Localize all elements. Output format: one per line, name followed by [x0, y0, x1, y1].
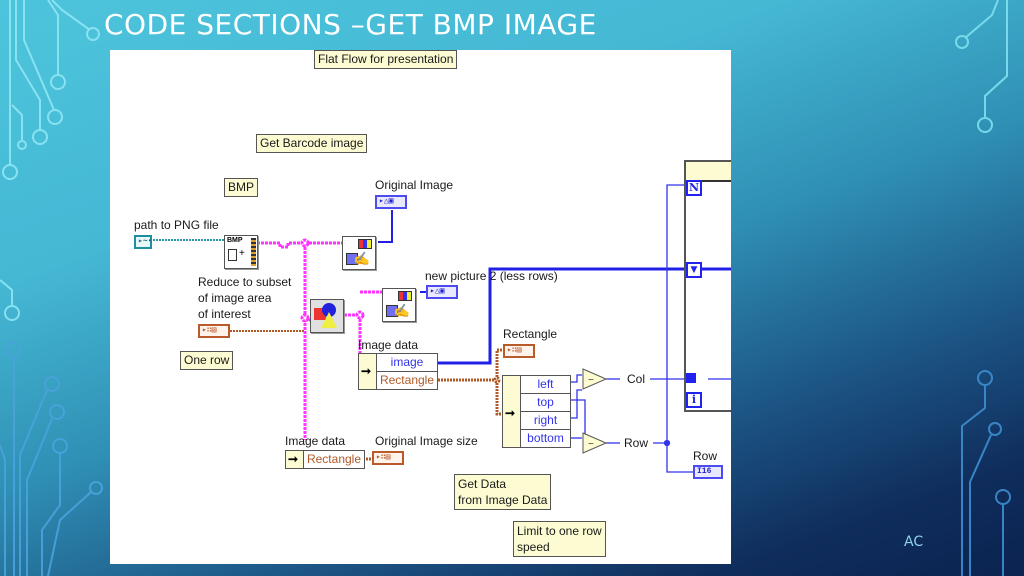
loop-count-terminal[interactable]: N	[686, 180, 702, 196]
path-icon: ▸~•	[138, 237, 153, 246]
label-original-image: Original Image	[375, 178, 454, 192]
label-row-indicator: Row	[693, 449, 718, 463]
original-image-wire	[378, 210, 393, 243]
subset-rectangle-control[interactable]: ▸∷▤	[198, 324, 230, 338]
unbundle-field-top: top	[521, 394, 570, 412]
label-image-data: Image data	[358, 338, 419, 352]
rectangle-unbundle[interactable]: ➞ left top right bottom	[502, 375, 571, 448]
reduce-line3: of interest	[198, 307, 251, 321]
slide-title: CODE SECTIONS –GET BMP IMAGE	[104, 8, 597, 41]
comment-bmp: BMP	[224, 178, 259, 197]
subtract-symbol-2: −	[588, 439, 594, 450]
unbundle-field-rectangle: Rectangle	[379, 373, 435, 387]
wire-label-col: Col	[625, 372, 648, 386]
rectangle-unbundle-tab	[503, 376, 521, 447]
label-rectangle: Rectangle	[503, 327, 558, 341]
unbundle-field-left: left	[521, 376, 570, 394]
draw-picture-vi-2[interactable]: ✍	[382, 288, 416, 322]
comment-limit-line1: Limit to one row	[517, 524, 602, 538]
mini-image-icon	[358, 239, 372, 249]
label-image-data-2: Image data	[285, 434, 346, 448]
new-picture-indicator[interactable]: ▸△▣	[426, 285, 458, 299]
yellow-triangle-icon	[321, 312, 337, 328]
blue-square-icon	[346, 253, 358, 265]
comment-get-data-line2: from Image Data	[458, 493, 548, 507]
rectangle-indicator-icon: ▸∷▤	[507, 346, 522, 355]
hand-icon: ✍	[353, 251, 370, 266]
picture-indicator-icon-2: ▸△▣	[430, 287, 445, 296]
mini-image-icon-2	[398, 291, 412, 301]
auto-index-tunnel[interactable]: ▼	[686, 262, 702, 278]
comment-get-barcode-image: Get Barcode image	[256, 134, 368, 153]
footer-label: AC	[904, 534, 924, 550]
image-data-unbundle-2[interactable]: ➞ Rectangle	[285, 450, 365, 469]
picture-wire-main	[253, 241, 342, 249]
comment-get-data-line1: Get Data	[458, 477, 507, 491]
comment-limit-row: Limit to one row speed	[513, 521, 606, 557]
image-data-unbundle[interactable]: ➞ image Rectangle	[358, 353, 438, 390]
unbundle-field-image: image	[377, 354, 437, 372]
subtract-node-row[interactable]: −	[582, 432, 608, 454]
read-bmp-file-vi[interactable]: BMP +	[224, 235, 258, 269]
row-i16-indicator[interactable]: I16	[693, 465, 723, 479]
arrow-icon-2: ➞	[505, 406, 516, 420]
plus-icon: +	[239, 248, 245, 259]
draw-picture-vi-1[interactable]: ✍	[342, 236, 376, 270]
labview-block-diagram[interactable]: Flat Flow for presentation Get Barcode i…	[110, 50, 731, 564]
subtract-node-col[interactable]: −	[582, 368, 608, 390]
image-wire	[438, 267, 731, 365]
original-image-indicator[interactable]: ▸△▣	[375, 195, 407, 209]
wire-label-row: Row	[622, 436, 651, 450]
for-loop-header	[686, 162, 731, 182]
subtract-symbol: −	[588, 375, 594, 386]
bmp-vi-label: BMP	[227, 237, 243, 244]
col-tunnel[interactable]	[686, 373, 696, 383]
arrow-icon: ➞	[361, 364, 372, 378]
unbundle-tab	[359, 354, 377, 389]
i16-label: I16	[697, 467, 712, 476]
path-control-terminal[interactable]: ▸~•	[134, 235, 152, 249]
rectangle-indicator[interactable]: ▸∷▤	[503, 344, 535, 358]
reduce-line1: Reduce to subset	[198, 275, 292, 289]
label-reduce-subset: Reduce to subset of image area of intere…	[198, 274, 291, 322]
for-loop[interactable]	[684, 160, 731, 412]
progress-strip-icon	[251, 238, 256, 266]
arrow-icon-3: ➞	[288, 452, 299, 466]
hand-icon-2: ✍	[393, 303, 410, 318]
picture-indicator-icon: ▸△▣	[379, 197, 394, 206]
unbundle-field-right: right	[521, 412, 570, 430]
rectangle-control-icon: ▸∷▤	[202, 326, 217, 335]
comment-get-data: Get Data from Image Data	[454, 474, 552, 510]
comment-flat-flow: Flat Flow for presentation	[314, 50, 458, 69]
label-new-picture: new picture 2 (less rows)	[425, 269, 558, 283]
label-original-image-size: Original Image size	[375, 434, 478, 448]
unbundle-field-bottom: bottom	[527, 431, 564, 445]
reduce-line2: of image area	[198, 291, 272, 305]
file-icon	[228, 249, 237, 261]
original-image-size-indicator[interactable]: ▸∷▤	[372, 451, 404, 465]
rectangle-indicator-icon-2: ▸∷▤	[376, 453, 391, 462]
blue-square-icon-2	[386, 305, 398, 317]
unbundle-tab-2	[286, 451, 304, 468]
unbundle-field-rectangle-2: Rectangle	[306, 452, 362, 466]
get-image-subset-vi[interactable]	[310, 299, 344, 333]
loop-iteration-terminal[interactable]: i	[686, 392, 702, 408]
comment-one-row: One row	[180, 351, 234, 370]
comment-limit-line2: speed	[517, 540, 550, 554]
label-path-to-png: path to PNG file	[134, 218, 219, 232]
